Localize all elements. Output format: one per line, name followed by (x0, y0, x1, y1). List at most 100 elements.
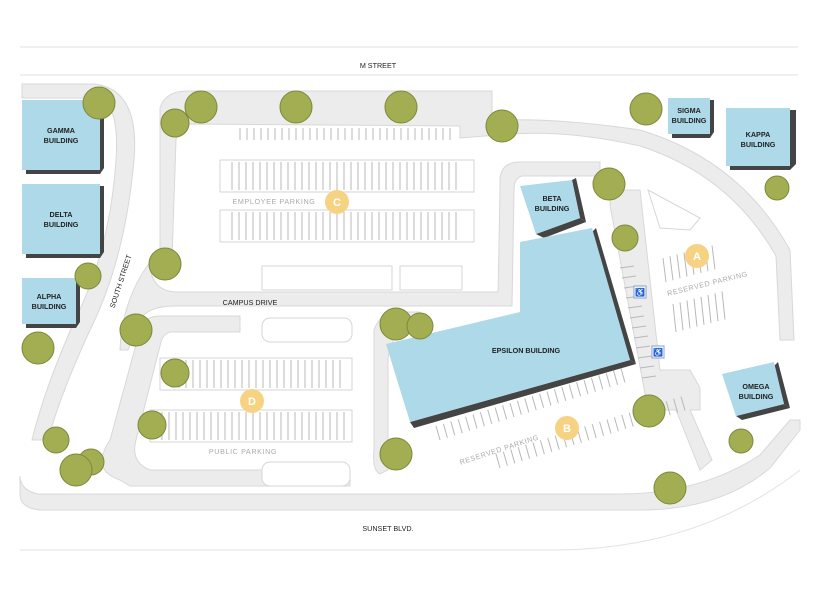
building-alpha[interactable]: ALPHA BUILDING (22, 278, 80, 328)
parking-stall-line (620, 368, 626, 383)
parking-stall-line (465, 416, 471, 431)
building-beta[interactable]: BETA BUILDING (520, 178, 586, 238)
tree (184, 90, 218, 124)
tree (611, 224, 639, 252)
tree (137, 410, 167, 440)
parking-stall-line (539, 393, 545, 408)
sunset-blvd-label: SUNSET BLVD. (362, 524, 413, 533)
parking-stall-line (561, 386, 567, 402)
marker-a[interactable]: A (685, 244, 709, 268)
building-sigma[interactable]: SIGMA BUILDING (668, 98, 714, 138)
building-sigma-label-1: SIGMA (677, 106, 701, 115)
parking-stall-line (629, 315, 645, 319)
building-gamma-label-1: GAMMA (47, 126, 75, 135)
tree (59, 453, 93, 487)
tree (279, 90, 313, 124)
parking-stall-line (509, 402, 515, 418)
parking-stall-line (605, 372, 611, 388)
public-parking-loop (101, 315, 351, 487)
parking-stall-line (472, 414, 478, 429)
building-beta-label-1: BETA (542, 194, 561, 203)
tree (21, 331, 55, 365)
parking-stall-line (679, 302, 684, 331)
accessible-parking-icon: ♿ (633, 285, 647, 299)
parking-stall-line (700, 296, 705, 325)
building-delta-label-1: DELTA (50, 210, 73, 219)
tree (82, 86, 116, 120)
parking-stall-line (532, 442, 538, 457)
parking-stall-line (516, 400, 522, 415)
south-street-road (21, 83, 136, 441)
parking-stall-line (641, 375, 657, 379)
parking-stall-line (673, 398, 679, 413)
reserved-parking-b-label: RESERVED PARKING (458, 433, 540, 467)
parking-stall-line (584, 426, 590, 441)
parking-stall-line (683, 252, 688, 277)
building-delta[interactable]: DELTA BUILDING (22, 184, 104, 258)
public-island-south (261, 461, 351, 487)
marker-c[interactable]: C (325, 190, 349, 214)
parking-stall-line (635, 345, 651, 349)
marker-d[interactable]: D (240, 389, 264, 413)
building-gamma[interactable]: GAMMA BUILDING (22, 100, 104, 174)
parking-stall-line (628, 412, 634, 427)
tree (406, 312, 434, 340)
marker-b[interactable]: B (555, 416, 579, 440)
reserved-parking-b (435, 368, 686, 469)
parking-stall-line (568, 384, 574, 399)
parking-stall-line (517, 446, 523, 462)
reserved-parking-a-label: RESERVED PARKING (666, 269, 749, 298)
tree (764, 175, 790, 201)
marker-b-label: B (563, 423, 571, 435)
employee-row-2 (219, 209, 475, 243)
parking-stall-line (598, 375, 604, 390)
building-kappa-label-2: BUILDING (741, 140, 776, 149)
parking-stall-line (693, 298, 698, 327)
parking-stall-line (457, 418, 463, 434)
parking-stall-line (591, 423, 597, 439)
parking-stall-line (676, 254, 681, 279)
parking-stall-line (590, 377, 596, 392)
tree (384, 90, 418, 124)
tree (74, 262, 102, 290)
building-beta-label-2: BUILDING (535, 204, 570, 213)
parking-stall-line (621, 414, 627, 430)
building-omega-label-2: BUILDING (739, 392, 774, 401)
marker-a-label: A (693, 251, 701, 263)
building-alpha-label-1: ALPHA (37, 292, 62, 301)
parking-stall-line (639, 365, 655, 369)
reserved-a-island (647, 188, 701, 231)
tree (653, 471, 687, 505)
employee-island-east (399, 265, 463, 291)
parking-stall-line (606, 419, 612, 434)
public-parking-label: PUBLIC PARKING (209, 447, 277, 456)
tree (728, 428, 754, 454)
tree-group (21, 86, 790, 505)
building-kappa[interactable]: KAPPA BUILDING (726, 108, 796, 170)
parking-stall-line (631, 325, 647, 329)
employee-parking-label: EMPLOYEE PARKING (233, 197, 316, 206)
marker-d-label: D (248, 396, 256, 408)
employee-row-1 (219, 159, 475, 193)
parking-stall-line (525, 444, 531, 459)
building-epsilon[interactable]: EPSILON BUILDING (386, 228, 636, 428)
public-row-2 (149, 409, 353, 443)
building-epsilon-label: EPSILON BUILDING (492, 346, 561, 355)
building-omega[interactable]: OMEGA BUILDING (722, 362, 790, 420)
building-alpha-label-2: BUILDING (32, 302, 67, 311)
parking-stall-line (714, 293, 719, 322)
parking-stall-line (633, 335, 649, 339)
parking-stall-line (665, 400, 671, 416)
tree (42, 426, 70, 454)
building-delta-label-2: BUILDING (44, 220, 79, 229)
accessible-parking-icon: ♿ (651, 345, 665, 359)
parking-stall-line (494, 407, 500, 422)
parking-stall-line (680, 396, 686, 411)
employee-parking-lot (219, 128, 475, 291)
parking-stall-line (613, 370, 619, 385)
reserved-parking-a (619, 188, 726, 379)
parking-stall-line (495, 453, 501, 469)
parking-stall-line (547, 437, 553, 453)
parking-stall-line (553, 389, 559, 404)
building-sigma-label-2: BUILDING (672, 116, 707, 125)
